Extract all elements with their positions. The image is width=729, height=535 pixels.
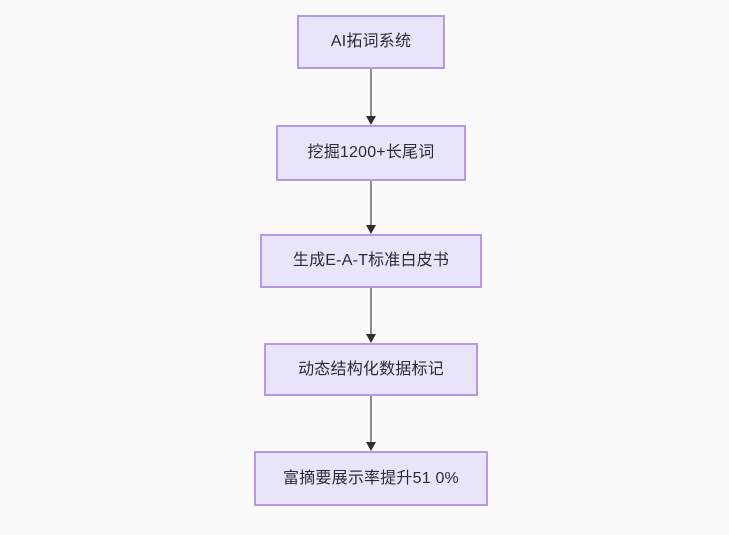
flow-node-generate-eat-whitepaper[interactable]: 生成E-A-T标准白皮书 — [260, 234, 482, 288]
connector-line — [370, 396, 372, 443]
arrowhead-icon — [366, 116, 376, 125]
flow-node-dynamic-structured-data-markup[interactable]: 动态结构化数据标记 — [264, 343, 478, 396]
flow-node-label: 富摘要展示率提升51 0% — [283, 469, 459, 487]
connector-line — [370, 181, 372, 226]
flow-node-label: AI拓词系统 — [330, 33, 412, 50]
flow-node-label: 挖掘1200+长尾词 — [307, 144, 435, 161]
arrowhead-icon — [366, 225, 376, 234]
flow-node-label: 生成E-A-T标准白皮书 — [292, 252, 450, 269]
arrowhead-icon — [366, 334, 376, 343]
flow-node-mine-longtail-keywords[interactable]: 挖掘1200+长尾词 — [276, 125, 466, 181]
connector-line — [370, 69, 372, 117]
flow-node-ai-keyword-system[interactable]: AI拓词系统 — [297, 15, 445, 69]
arrowhead-icon — [366, 442, 376, 451]
connector-line — [370, 288, 372, 335]
flow-node-label: 动态结构化数据标记 — [298, 360, 444, 378]
flow-node-rich-snippet-impression-lift[interactable]: 富摘要展示率提升51 0% — [254, 451, 488, 506]
